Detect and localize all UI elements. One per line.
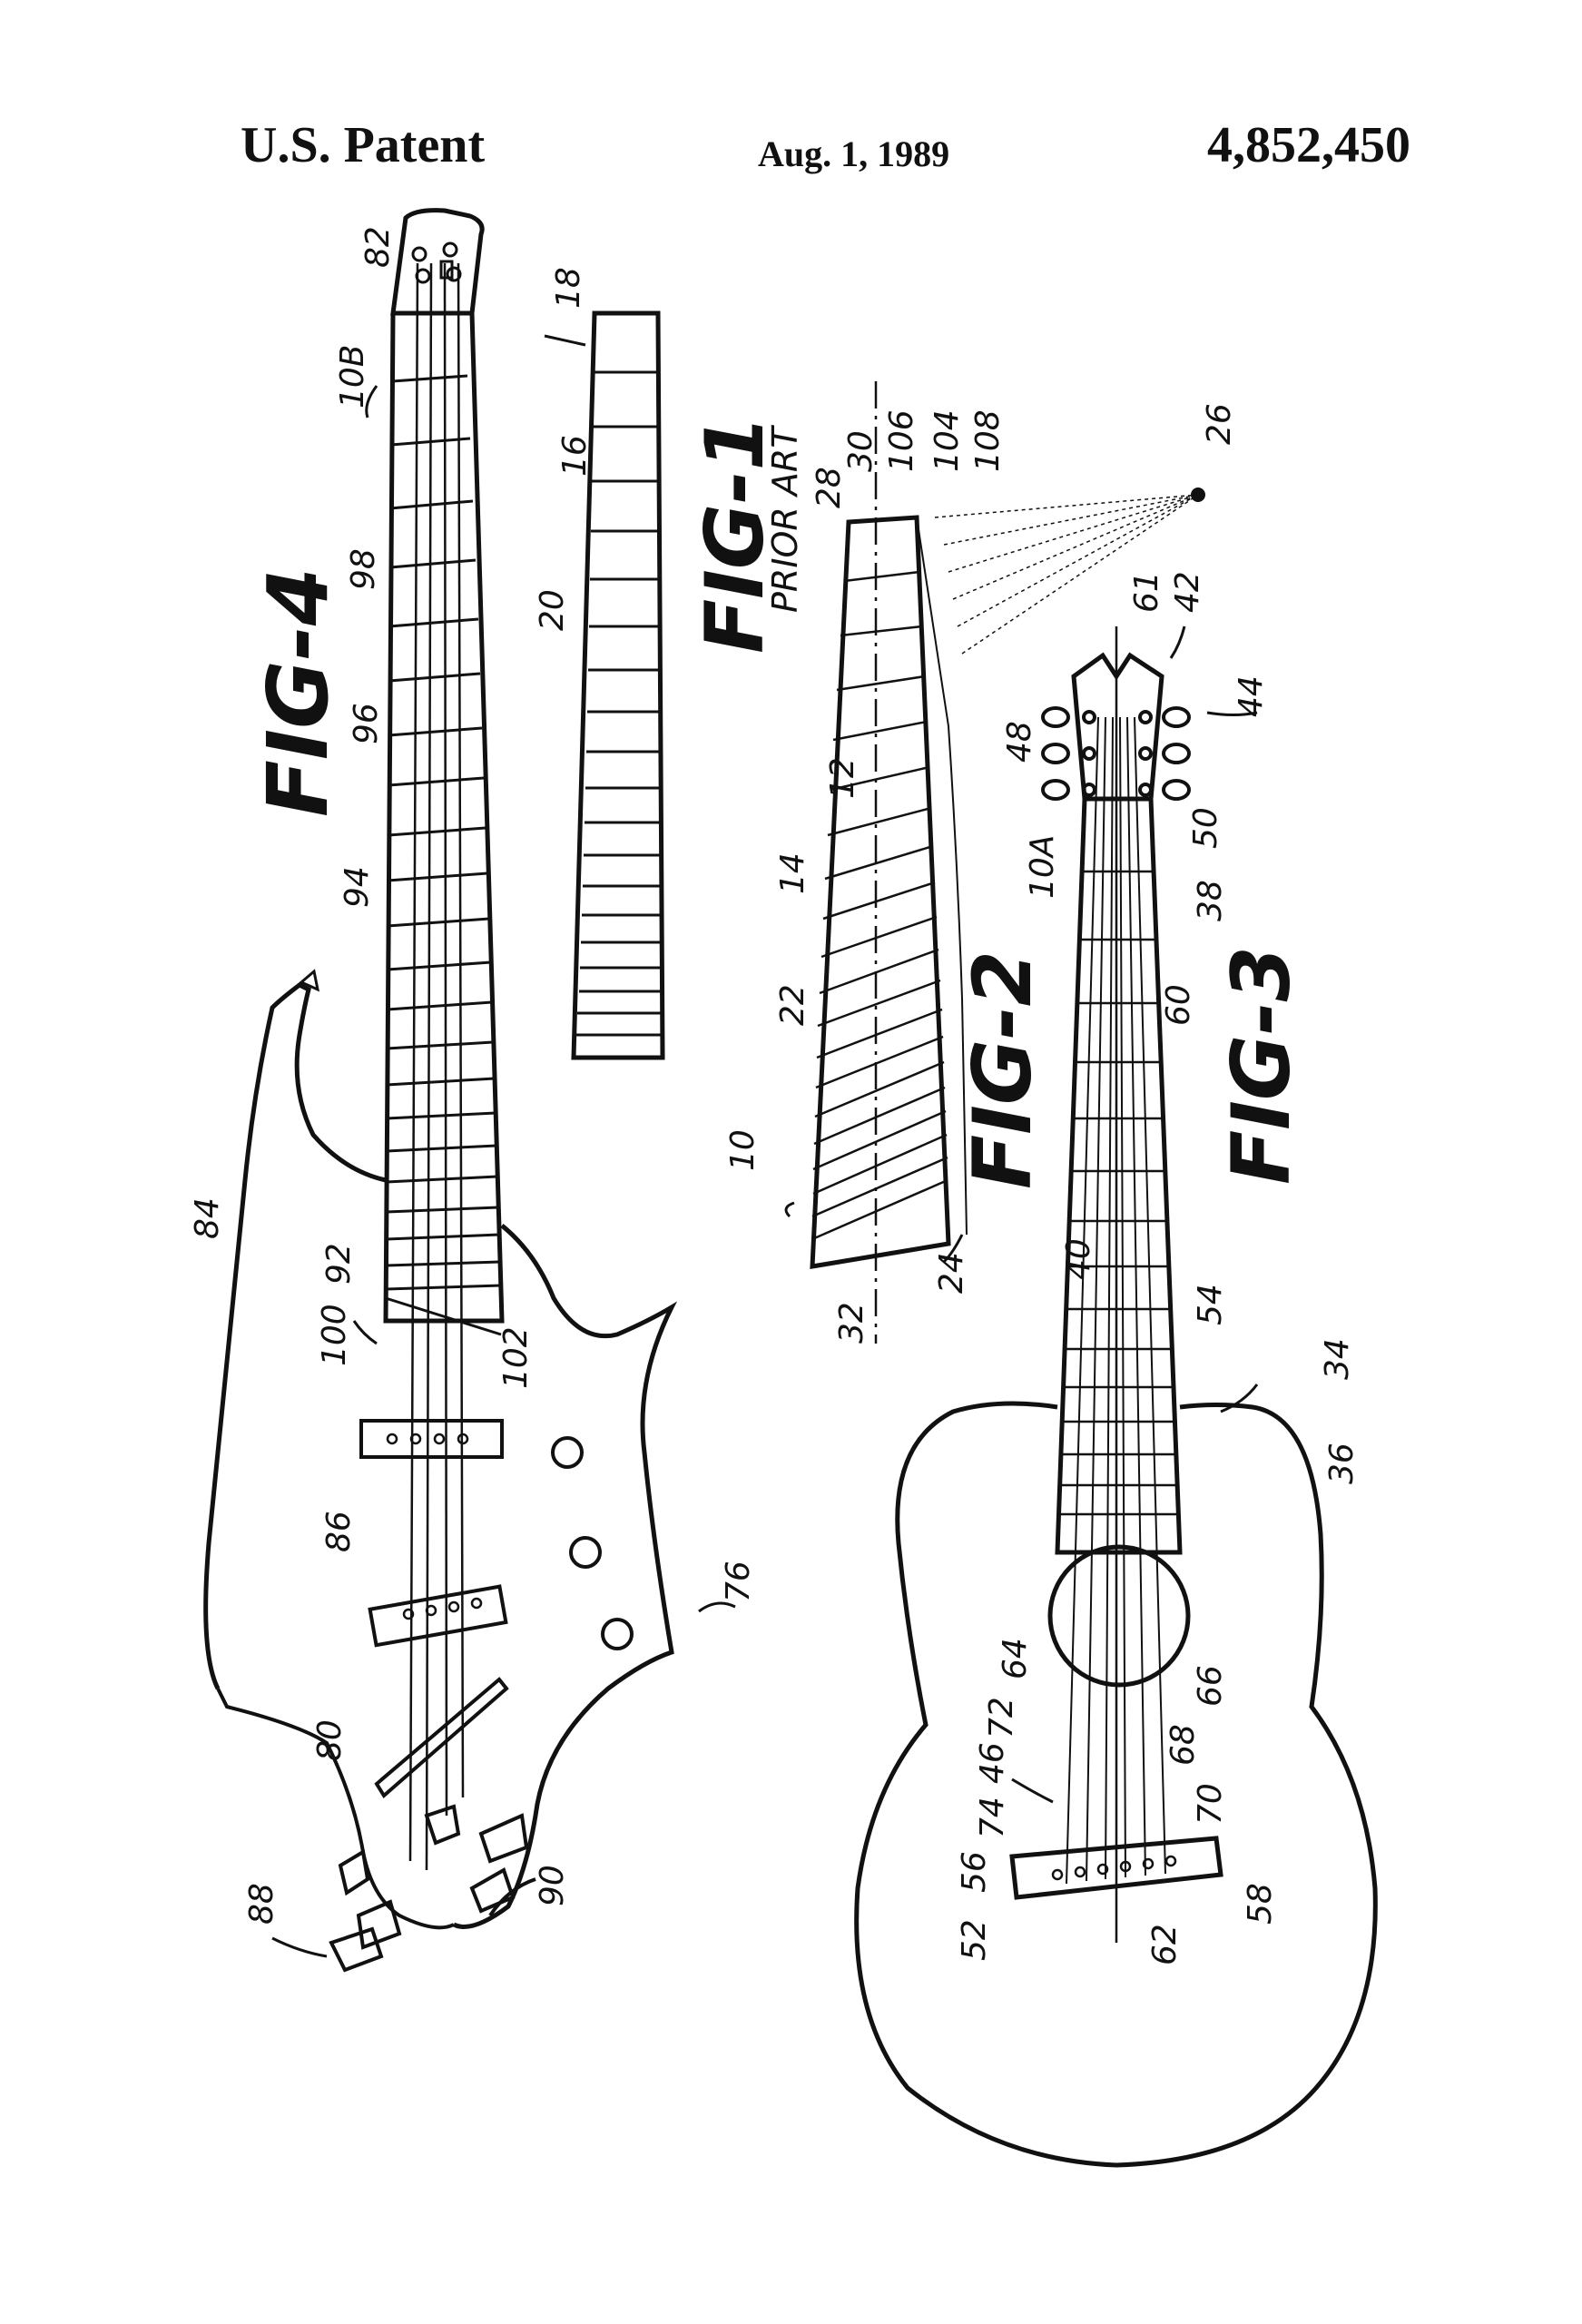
ref-30: 30 bbox=[842, 430, 879, 472]
ref-10B: 10B bbox=[334, 344, 371, 409]
ref-76: 76 bbox=[720, 1561, 757, 1602]
fig3-body bbox=[854, 1401, 1378, 2168]
reference-numerals: 82 10B 98 96 94 84 92 100 102 86 76 80 8… bbox=[189, 226, 1361, 1965]
ref-102: 102 bbox=[497, 1326, 535, 1389]
ref-42: 42 bbox=[1169, 571, 1206, 613]
fig2-focal-point bbox=[1191, 487, 1205, 502]
ref-104: 104 bbox=[929, 409, 966, 472]
fig4-lower-body bbox=[216, 1688, 455, 1930]
ref-100: 100 bbox=[316, 1304, 353, 1366]
ref-26: 26 bbox=[1201, 403, 1238, 445]
fig2-edge-wavy bbox=[916, 517, 968, 1236]
fig2-projection-rays bbox=[934, 494, 1199, 655]
ref-58: 58 bbox=[1242, 1883, 1279, 1925]
ref-68: 68 bbox=[1164, 1724, 1202, 1766]
ref-82: 82 bbox=[359, 226, 397, 268]
fig2-fretboard-outline bbox=[810, 515, 951, 1269]
patent-number: 4,852,450 bbox=[1207, 117, 1410, 173]
patent-date: Aug. 1, 1989 bbox=[758, 133, 950, 174]
fig4-tail-tuners bbox=[329, 1804, 536, 1973]
ref-92: 92 bbox=[320, 1243, 358, 1285]
ref-32: 32 bbox=[833, 1302, 870, 1344]
ref-70: 70 bbox=[1192, 1783, 1229, 1825]
fig4-neck bbox=[383, 312, 505, 1324]
fig1-fretboard-outline bbox=[571, 310, 665, 1060]
fig3-bridge-pins bbox=[1051, 1855, 1177, 1881]
fig2-label: FIG-2 bbox=[956, 950, 1049, 1189]
figure-labels: FIG-4 FIG-1 PRIOR ART FIG-2 FIG-3 bbox=[250, 415, 1308, 1189]
ref-10A: 10A bbox=[1024, 835, 1061, 899]
ref-64: 64 bbox=[997, 1638, 1034, 1679]
ref-40: 40 bbox=[1060, 1238, 1097, 1280]
fig1-frets bbox=[576, 370, 663, 1037]
fig3-bridge bbox=[1009, 1836, 1223, 1900]
ref-86: 86 bbox=[320, 1511, 358, 1552]
ref-60: 60 bbox=[1160, 984, 1197, 1026]
ref-88: 88 bbox=[243, 1883, 280, 1925]
ref-18: 18 bbox=[550, 267, 587, 309]
fig4-body bbox=[452, 1224, 678, 1929]
ref-16: 16 bbox=[556, 435, 594, 477]
fig4-label: FIG-4 bbox=[250, 567, 347, 817]
fig4-upper-horn bbox=[203, 982, 387, 1690]
ref-52: 52 bbox=[956, 1919, 993, 1961]
fig3-neck bbox=[1055, 798, 1183, 1555]
fig4-tuner-pegs bbox=[411, 241, 462, 284]
ref-20: 20 bbox=[534, 589, 571, 631]
ref-72: 72 bbox=[983, 1697, 1020, 1738]
ref-10: 10 bbox=[724, 1129, 762, 1171]
ref-12: 12 bbox=[824, 757, 861, 799]
fig4-electric-guitar bbox=[203, 208, 678, 1973]
fig4-control-knobs bbox=[551, 1436, 634, 1650]
leader-arrows bbox=[271, 334, 1259, 1958]
ref-61: 61 bbox=[1128, 571, 1165, 613]
ref-48: 48 bbox=[1001, 721, 1038, 763]
fig1-prior-art-fretboard bbox=[571, 310, 665, 1060]
ref-36: 36 bbox=[1323, 1443, 1361, 1484]
ref-84: 84 bbox=[189, 1197, 226, 1239]
ref-54: 54 bbox=[1192, 1284, 1229, 1325]
ref-56: 56 bbox=[956, 1851, 993, 1893]
ref-108: 108 bbox=[969, 409, 1007, 472]
fig3-label: FIG-3 bbox=[1214, 946, 1308, 1185]
ref-106: 106 bbox=[883, 409, 920, 472]
fig4-pickups bbox=[359, 1419, 508, 1648]
fig2-fan-frets bbox=[811, 570, 948, 1241]
fig3-tuners bbox=[1041, 706, 1191, 801]
ref-80: 80 bbox=[311, 1719, 349, 1761]
ref-96: 96 bbox=[348, 703, 385, 744]
fig4-headstock bbox=[390, 208, 485, 316]
ref-62: 62 bbox=[1146, 1924, 1184, 1965]
ref-94: 94 bbox=[339, 866, 376, 908]
fig3-sound-hole bbox=[1047, 1544, 1191, 1688]
ref-46: 46 bbox=[974, 1742, 1011, 1784]
fig4-strap-button bbox=[299, 969, 320, 992]
fig4-bridge bbox=[374, 1677, 509, 1799]
fig4-strings bbox=[408, 262, 465, 1871]
ref-44: 44 bbox=[1233, 675, 1270, 717]
fig4-frets bbox=[385, 374, 502, 1336]
patent-label: U.S. Patent bbox=[241, 117, 486, 173]
ref-24: 24 bbox=[933, 1252, 970, 1294]
fig1-label: FIG-1 bbox=[688, 415, 781, 654]
ref-50: 50 bbox=[1187, 807, 1224, 849]
ref-98: 98 bbox=[345, 548, 382, 590]
ref-66: 66 bbox=[1192, 1665, 1229, 1707]
ref-38: 38 bbox=[1192, 880, 1229, 921]
fig1-note: PRIOR ART bbox=[765, 425, 805, 613]
fig3-strings bbox=[1066, 716, 1166, 1885]
fig3-acoustic-guitar bbox=[854, 626, 1378, 2168]
fig3-headstock bbox=[1071, 652, 1164, 802]
ref-28: 28 bbox=[811, 467, 848, 508]
ref-74: 74 bbox=[974, 1797, 1011, 1838]
ref-90: 90 bbox=[534, 1865, 571, 1906]
ref-22: 22 bbox=[774, 984, 811, 1026]
ref-34: 34 bbox=[1319, 1338, 1356, 1380]
fig2-angled-fretboard bbox=[810, 381, 1205, 1344]
ref-14: 14 bbox=[774, 852, 811, 894]
